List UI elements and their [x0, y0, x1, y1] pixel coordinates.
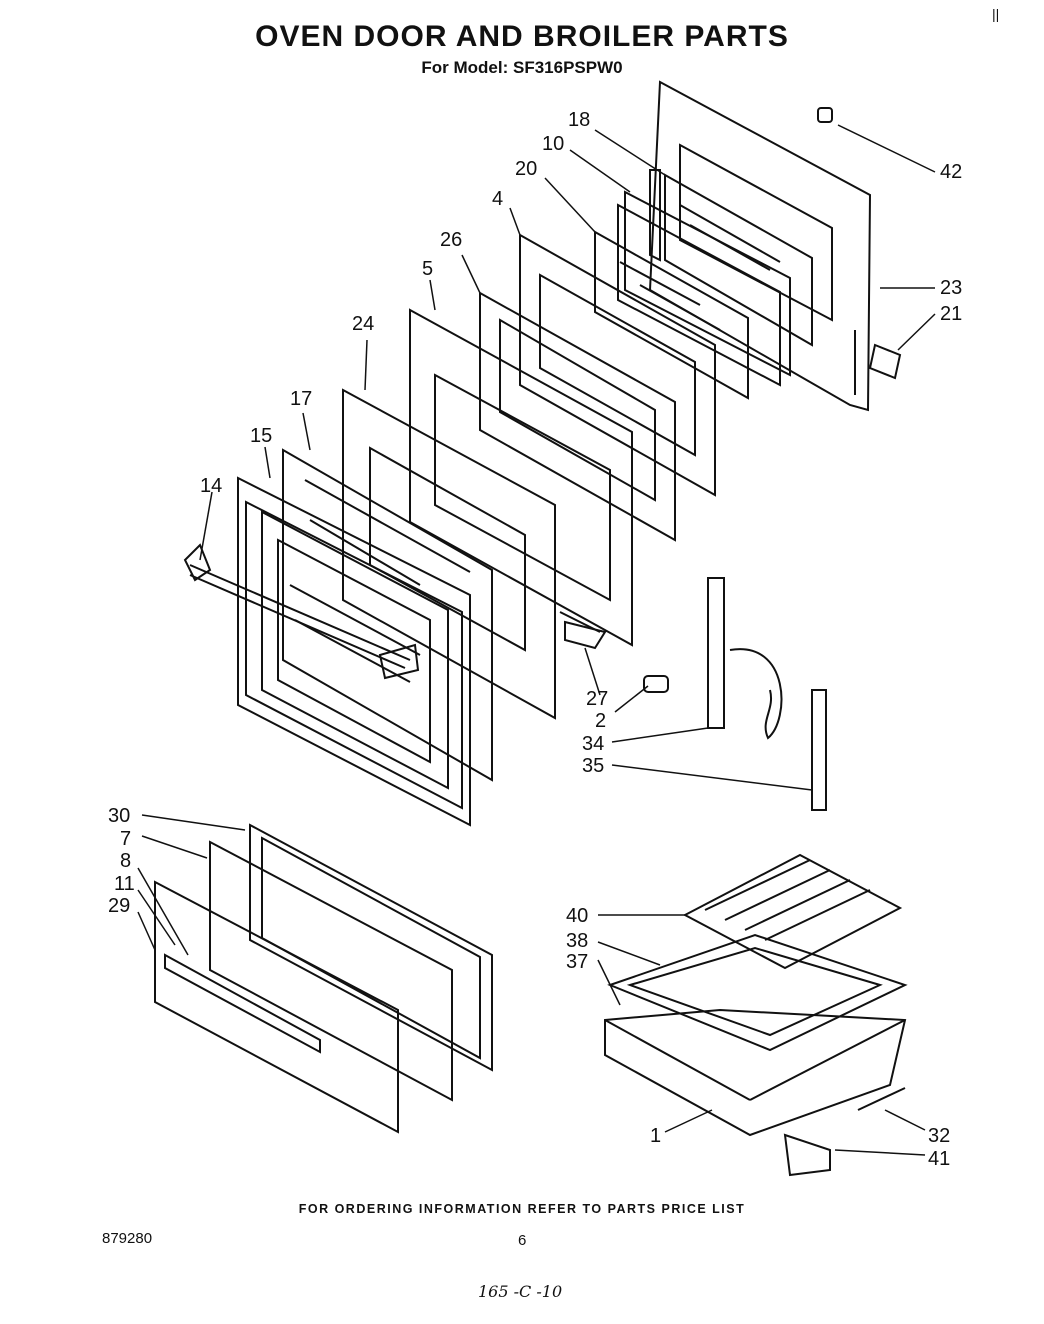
spring-32 [857, 1087, 906, 1111]
document-number: 879280 [102, 1230, 153, 1247]
callout-40: 40 [566, 905, 588, 927]
drawer-panel-30 [249, 823, 493, 1072]
callout-23: 23 [940, 277, 962, 299]
model-subtitle: For Model: SF316PSPW0 [421, 58, 623, 77]
callout-30: 30 [108, 805, 130, 827]
glass-17 [282, 448, 493, 782]
callout-27: 27 [586, 688, 608, 710]
callout-5: 5 [422, 258, 433, 280]
callout-14: 14 [200, 475, 222, 497]
bracket-41 [783, 1133, 831, 1177]
glass-20 [594, 230, 749, 400]
insulation-26 [479, 291, 676, 542]
callout-17: 17 [290, 388, 312, 410]
callout-38: 38 [566, 930, 588, 952]
callout-42: 42 [940, 161, 962, 183]
broiler-pan [607, 933, 908, 1052]
broiler-grid [682, 853, 903, 970]
callout-34: 34 [582, 733, 604, 755]
callout-26: 26 [440, 229, 462, 251]
callout-37: 37 [566, 951, 588, 973]
page-title: OVEN DOOR AND BROILER PARTS [255, 20, 789, 53]
callout-8: 8 [120, 850, 131, 872]
handwritten-note: 165 -C -10 [478, 1282, 563, 1301]
callout-11: 11 [114, 873, 135, 895]
callout-18: 18 [568, 109, 590, 131]
page-number: 6 [518, 1232, 527, 1249]
callout-24: 24 [352, 313, 374, 335]
callout-29: 29 [108, 895, 130, 917]
callout-10: 10 [542, 133, 564, 155]
callout-1: 1 [650, 1125, 661, 1147]
bracket-21 [868, 343, 902, 380]
callout-41: 41 [928, 1148, 950, 1170]
callout-20: 20 [515, 158, 537, 180]
callout-32: 32 [928, 1125, 950, 1147]
broiler-tray [604, 1008, 907, 1137]
inner-glass-assembly [617, 173, 813, 387]
frame-4 [519, 233, 716, 497]
door-handle [183, 543, 420, 680]
door-bumper [643, 675, 669, 693]
door-liner-panel [648, 80, 872, 412]
callout-35: 35 [582, 755, 604, 777]
callout-21: 21 [940, 303, 962, 325]
callout-15: 15 [250, 425, 272, 447]
leader-lines [137, 124, 936, 1156]
drawer-front-29 [154, 880, 399, 1134]
hinge-35 [811, 689, 827, 811]
clip-42 [817, 107, 833, 123]
ordering-info: FOR ORDERING INFORMATION REFER TO PARTS … [298, 1202, 746, 1216]
bracket-27 [564, 620, 607, 650]
callout-2: 2 [595, 710, 606, 732]
hinge-34 [707, 577, 783, 740]
outer-door-frame [237, 476, 471, 827]
callout-4: 4 [492, 188, 503, 210]
drawer-insulation-7 [209, 840, 453, 1102]
callout-7: 7 [120, 828, 131, 850]
corner-mark: || [992, 6, 1000, 22]
